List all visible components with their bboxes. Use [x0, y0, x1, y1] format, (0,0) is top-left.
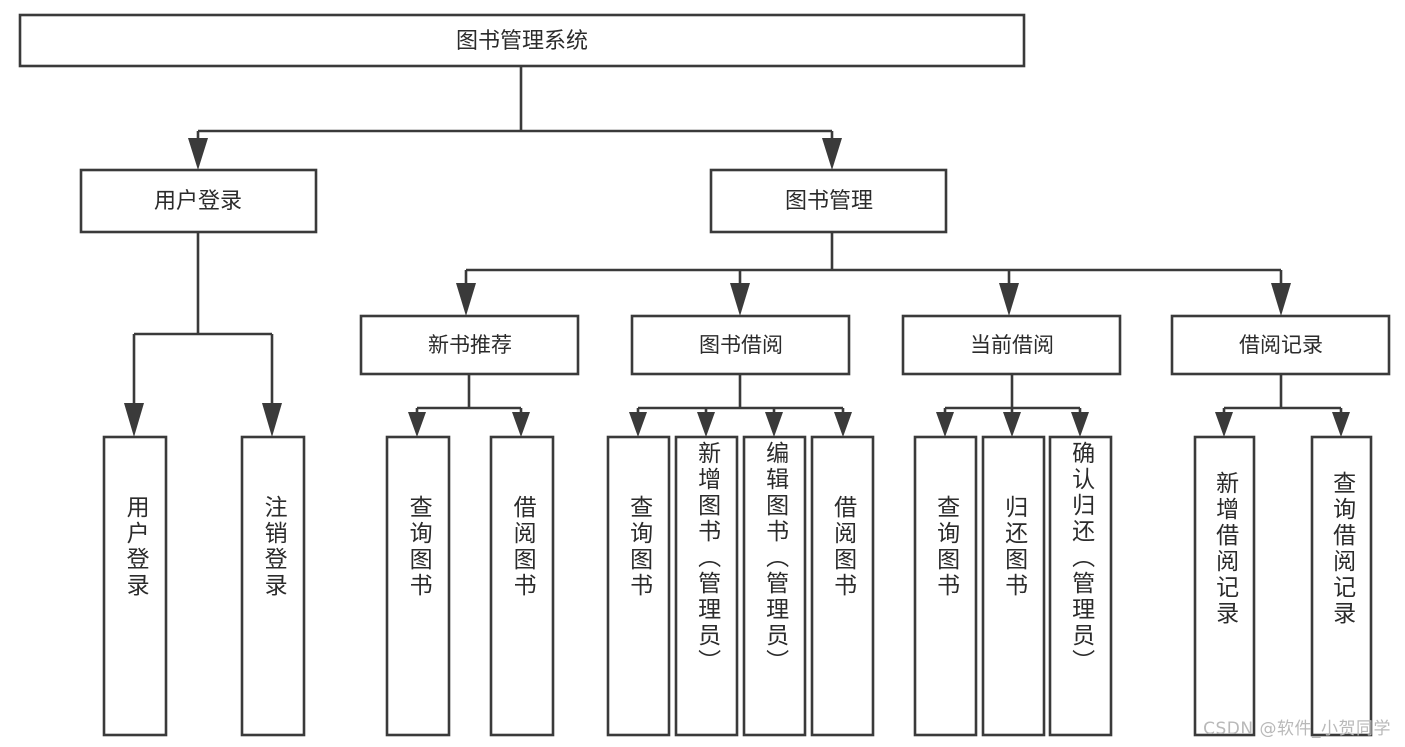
leaf-boxes: [102, 435, 1373, 737]
leaf-box-br-add-record[interactable]: [1193, 435, 1256, 737]
node-current-borrow-box: [901, 314, 1122, 376]
node-book-management[interactable]: 图书管理: [709, 168, 948, 234]
node-root-label: 图书管理系统: [456, 29, 588, 54]
arrowhead-nb-leaf-1: [408, 412, 426, 437]
arrowhead-br-leaf-2: [1332, 412, 1350, 437]
arrowhead-book-manage: [822, 138, 842, 170]
node-user-login[interactable]: 用户登录: [79, 168, 318, 234]
connectors-user-login-to-leaves: [124, 232, 282, 437]
node-borrow-record[interactable]: 借阅记录: [1170, 314, 1391, 376]
arrowhead-borrow-record: [1271, 283, 1291, 316]
node-current-borrow[interactable]: 当前借阅: [901, 314, 1122, 376]
leaf-box-bb-query-book[interactable]: [606, 435, 671, 737]
arrowhead-current-borrow: [999, 283, 1019, 316]
connectors-new-book-to-leaves: [408, 374, 530, 437]
node-new-book-recommend-label: 新书推荐: [428, 333, 512, 357]
connectors-book-manage-to-level3: [456, 232, 1291, 316]
arrowhead-bb-leaf-4: [834, 412, 852, 437]
leaf-box-br-query-record[interactable]: [1310, 435, 1373, 737]
node-root-book-management-system[interactable]: 图书管理系统: [18, 13, 1026, 68]
node-user-login-label: 用户登录: [154, 189, 242, 214]
leaf-box-bb-edit-book[interactable]: [742, 435, 807, 737]
node-borrow-record-label: 借阅记录: [1239, 333, 1323, 357]
node-new-book-recommend[interactable]: 新书推荐: [359, 314, 580, 376]
arrowhead-leaf-user-login: [124, 403, 144, 437]
arrowhead-new-book-recommend: [456, 283, 476, 316]
leaf-box-cb-query-book[interactable]: [913, 435, 978, 737]
node-user-login-box: [79, 168, 318, 234]
node-book-borrow-label: 图书借阅: [699, 333, 783, 357]
leaf-box-cb-return-book[interactable]: [981, 435, 1046, 737]
arrowhead-user-login: [188, 138, 208, 170]
node-book-borrow[interactable]: 图书借阅: [630, 314, 851, 376]
node-book-management-box: [709, 168, 948, 234]
node-new-book-recommend-box: [359, 314, 580, 376]
arrowhead-bb-leaf-3: [765, 412, 783, 437]
leaf-box-user-login[interactable]: [102, 435, 168, 737]
arrowhead-bb-leaf-2: [697, 412, 715, 437]
leaf-box-logout[interactable]: [240, 435, 306, 737]
connectors-borrow-record-to-leaves: [1215, 374, 1350, 437]
arrowhead-leaf-logout: [262, 403, 282, 437]
leaf-box-bb-borrow-book[interactable]: [810, 435, 875, 737]
arrowhead-nb-leaf-2: [512, 412, 530, 437]
leaf-box-nb-borrow-book[interactable]: [489, 435, 555, 737]
arrowhead-cb-leaf-1: [936, 412, 954, 437]
leaf-box-cb-confirm-return[interactable]: [1048, 435, 1113, 737]
node-root-box: [18, 13, 1026, 68]
arrowhead-book-borrow: [730, 283, 750, 316]
arrowhead-cb-leaf-2: [1003, 412, 1021, 437]
node-current-borrow-label: 当前借阅: [970, 333, 1054, 357]
arrowhead-bb-leaf-1: [629, 412, 647, 437]
arrowhead-br-leaf-1: [1215, 412, 1233, 437]
leaf-box-bb-add-book[interactable]: [674, 435, 739, 737]
node-borrow-record-box: [1170, 314, 1391, 376]
connectors-current-borrow-to-leaves: [936, 374, 1089, 437]
node-book-management-label: 图书管理: [785, 189, 873, 214]
arrowhead-cb-leaf-3: [1071, 412, 1089, 437]
node-book-borrow-box: [630, 314, 851, 376]
csdn-watermark: CSDN @软件_小贺同学: [1203, 719, 1391, 739]
connectors-root-to-level2: [188, 66, 842, 170]
connectors-book-borrow-to-leaves: [629, 374, 852, 437]
leaf-box-nb-query-book[interactable]: [385, 435, 451, 737]
